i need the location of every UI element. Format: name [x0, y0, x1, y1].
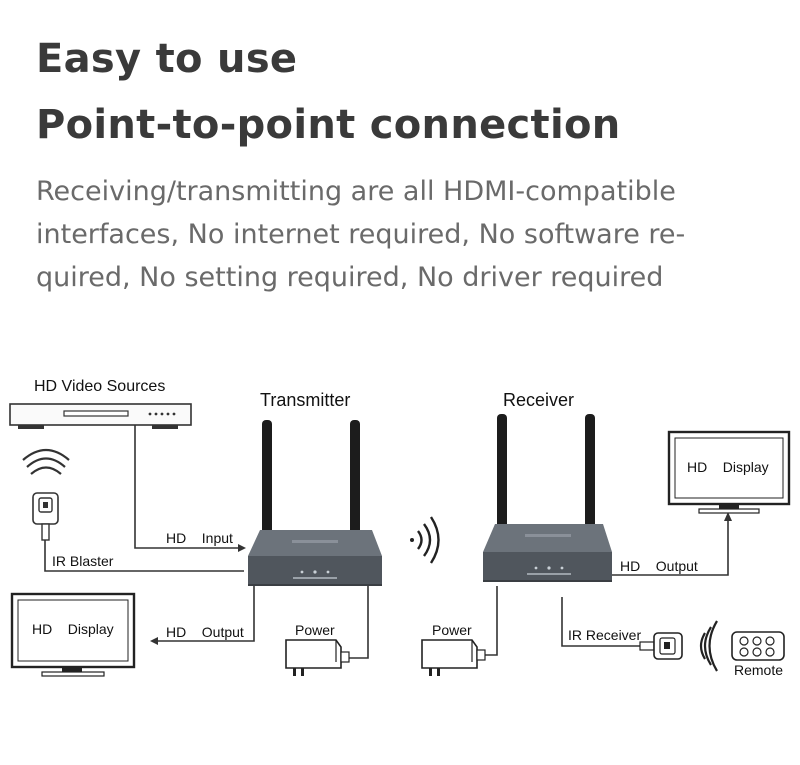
- ir-blaster-device: [22, 448, 70, 475]
- title-easy-to-use: Easy to use: [36, 36, 298, 82]
- receiver-device: [483, 414, 612, 582]
- arrow-hd-output-left: [150, 637, 158, 645]
- ir-blaster-icon: [32, 492, 59, 541]
- ir-receiver-label: IR Receiver: [568, 627, 641, 643]
- remote-label: Remote: [734, 662, 783, 678]
- power-right-label: Power: [432, 622, 472, 638]
- arrow-hd-output-right: [724, 512, 732, 521]
- ir-blaster-label: IR Blaster: [52, 553, 114, 569]
- video-source-device: [9, 403, 192, 429]
- ir-receiver-signal-icon: [699, 620, 718, 672]
- receiver-label: Receiver: [503, 390, 574, 410]
- description-line-1: Receiving/transmitting are all HDMI-comp…: [36, 176, 676, 207]
- display-right-device: [667, 430, 791, 514]
- ir-receiver-icon: [639, 632, 683, 660]
- description: Receiving/transmitting are all HDMI-comp…: [36, 170, 766, 299]
- hd-output-left-label: HD Output: [166, 624, 244, 640]
- display-right-label: HD Display: [687, 459, 769, 475]
- description-line-3: quired, No setting required, No driver r…: [36, 262, 664, 293]
- display-left-label: HD Display: [32, 621, 114, 637]
- hd-output-right-line: [612, 520, 729, 576]
- transmitter-device: [248, 420, 382, 586]
- wireless-signal-icon: [410, 516, 440, 564]
- transmitter-label: Transmitter: [260, 390, 350, 410]
- source-label: HD Video Sources: [34, 378, 165, 395]
- title-point-to-point: Point-to-point connection: [36, 102, 621, 148]
- description-line-2: interfaces, No internet required, No sof…: [36, 219, 686, 250]
- power-left-label: Power: [295, 622, 335, 638]
- connection-lines: [44, 425, 729, 659]
- power-adapter-right: [421, 639, 486, 676]
- hd-output-right-label: HD Output: [620, 558, 698, 574]
- arrow-hd-input: [238, 544, 246, 552]
- hd-input-label: HD Input: [166, 530, 233, 546]
- power-left-line: [349, 586, 369, 659]
- power-adapter-left: [285, 639, 350, 676]
- hd-output-left-line: [152, 586, 255, 642]
- ir-blaster-line: [44, 540, 244, 572]
- hd-input-line: [134, 425, 244, 549]
- display-left-device: [10, 592, 136, 677]
- remote-icon: [731, 631, 785, 661]
- power-right-line: [484, 586, 498, 656]
- ir-receiver-line: [561, 597, 640, 647]
